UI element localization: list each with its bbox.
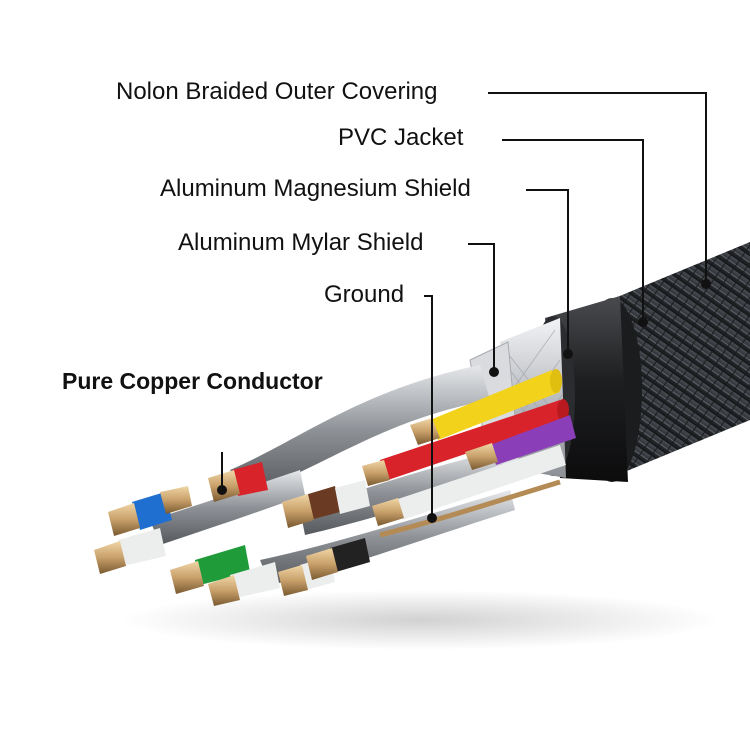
insulated-conductors bbox=[118, 369, 576, 598]
leader-mg-shield bbox=[526, 189, 569, 352]
leader-lines bbox=[221, 92, 707, 516]
red-short-wire bbox=[232, 462, 268, 496]
blue-wire bbox=[132, 492, 172, 530]
black-wire bbox=[330, 538, 370, 572]
floor-shadow bbox=[120, 590, 720, 650]
leader-dots bbox=[217, 279, 711, 523]
leader-outer-covering bbox=[488, 92, 707, 282]
label-mylar-shield: Aluminum Mylar Shield bbox=[178, 229, 424, 256]
label-pvc-jacket: PVC Jacket bbox=[338, 124, 464, 151]
white-wire-4 bbox=[335, 480, 370, 514]
white-wire bbox=[395, 445, 566, 520]
red-wire bbox=[380, 400, 566, 480]
brown-wire bbox=[305, 486, 340, 520]
braided-outer-covering bbox=[610, 242, 750, 478]
white-wire-2 bbox=[118, 528, 166, 566]
purple-wire bbox=[490, 415, 576, 465]
ground-drain-wire bbox=[379, 479, 561, 538]
leader-pvc-jacket bbox=[502, 139, 644, 320]
leader-ground bbox=[424, 295, 433, 516]
leader-mylar-shield bbox=[468, 243, 495, 370]
label-outer-covering: Nolon Braided Outer Covering bbox=[116, 78, 438, 105]
yellow-wire bbox=[430, 370, 560, 440]
label-conductor: Pure Copper Conductor bbox=[62, 368, 323, 394]
label-ground: Ground bbox=[324, 281, 405, 308]
label-mg-shield: Aluminum Magnesium Shield bbox=[160, 175, 471, 202]
white-wire-3 bbox=[230, 562, 280, 598]
